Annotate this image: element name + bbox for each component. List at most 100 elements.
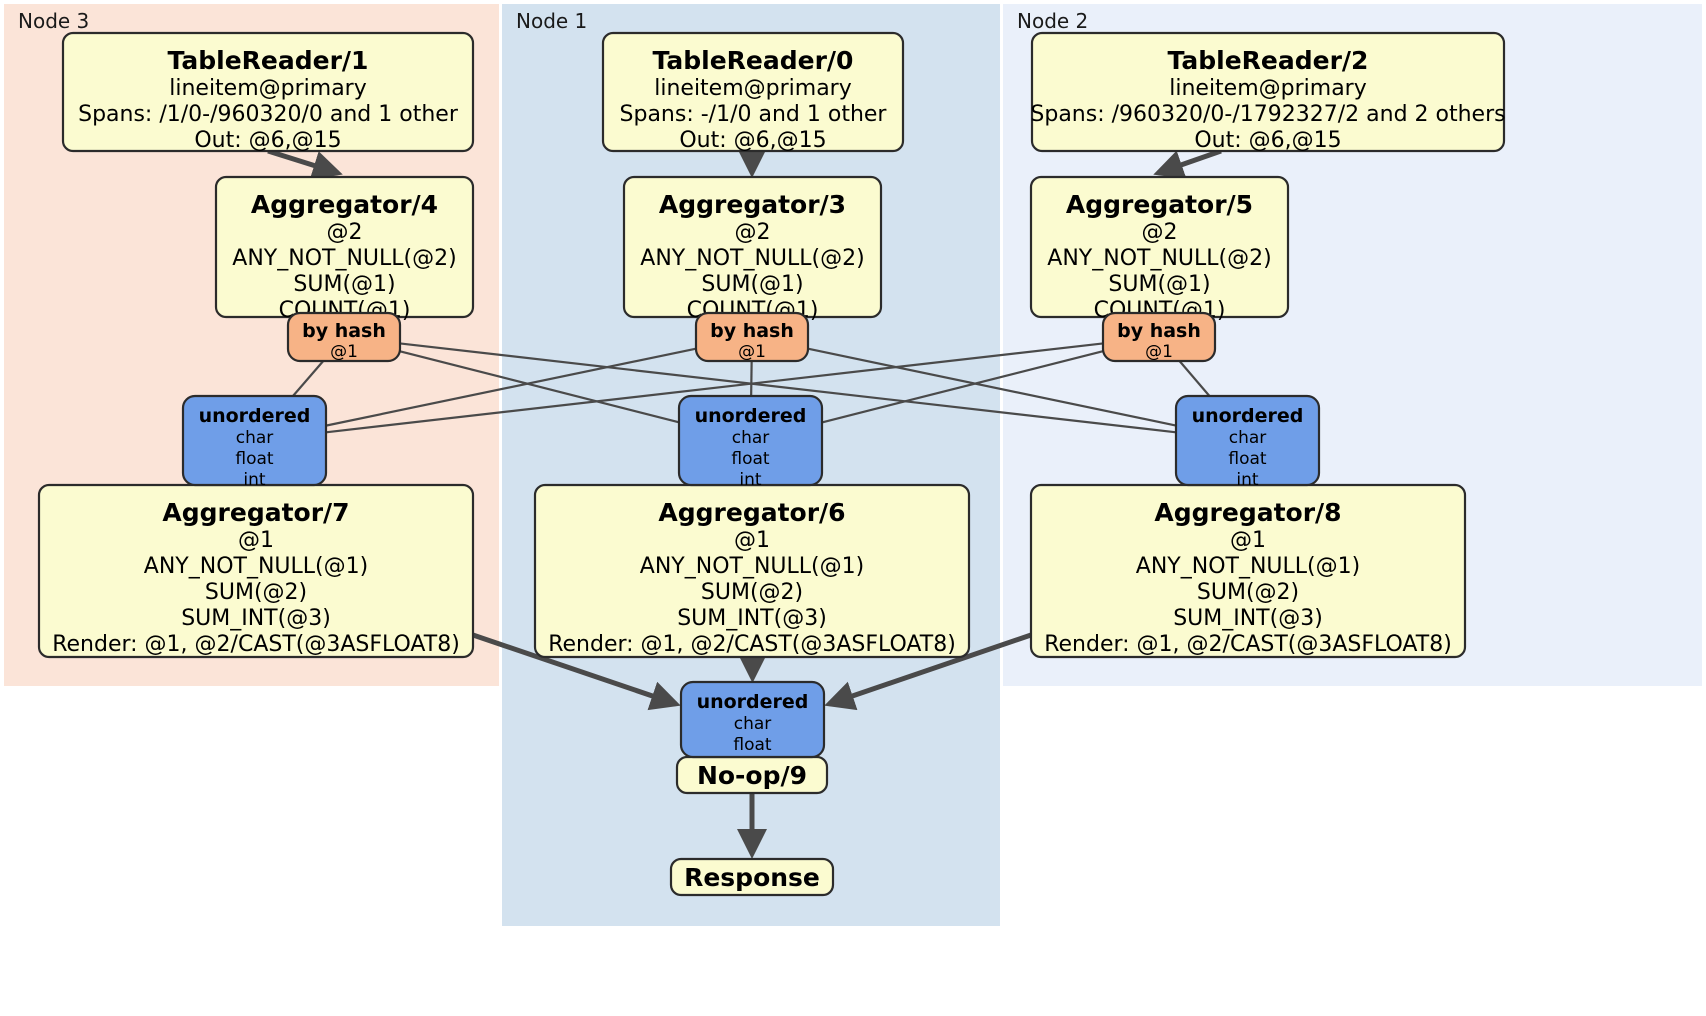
- box-title: TableReader/0: [653, 46, 854, 75]
- hash-router-hash-right[interactable]: by hash@1: [1101, 311, 1217, 363]
- box-line: ANY_NOT_NULL(@2): [232, 246, 456, 271]
- edge: [1178, 360, 1211, 397]
- box-line: float: [733, 735, 772, 755]
- box-title: Aggregator/8: [1154, 498, 1341, 527]
- edge: [807, 347, 1177, 427]
- box-title: Aggregator/4: [251, 190, 438, 219]
- box-line: Spans: /960320/0-/1792327/2 and 2 others: [1030, 102, 1505, 127]
- box-line: float: [731, 449, 770, 469]
- box-line: Out: @6,@15: [1194, 128, 1341, 153]
- box-line: lineitem@primary: [1169, 76, 1367, 101]
- hash-router-hash-left[interactable]: by hash@1: [286, 311, 402, 363]
- box-title: unordered: [695, 405, 807, 427]
- box-line: ANY_NOT_NULL(@1): [1136, 554, 1360, 579]
- box-line: SUM(@2): [205, 580, 307, 605]
- box-line: int: [1236, 470, 1258, 490]
- node-panel-label: Node 1: [516, 9, 587, 33]
- box-line: Out: @6,@15: [194, 128, 341, 153]
- box-line: float: [1228, 449, 1267, 469]
- box-line: @1: [734, 528, 770, 553]
- box-line: SUM(@1): [701, 272, 803, 297]
- box-title: unordered: [199, 405, 311, 427]
- box-title: by hash: [1117, 320, 1201, 342]
- box-line: Out: @6,@15: [679, 128, 826, 153]
- box-title: by hash: [302, 320, 386, 342]
- box-line: Render: @1, @2/CAST(@3ASFLOAT8): [548, 632, 956, 657]
- edge: [399, 342, 1177, 434]
- box-line: @2: [1142, 220, 1178, 245]
- edge: [1153, 148, 1222, 179]
- edge: [267, 148, 343, 180]
- edge: [750, 360, 753, 397]
- box-title: unordered: [697, 691, 809, 713]
- box-line: int: [243, 470, 265, 490]
- box-line: ANY_NOT_NULL(@1): [144, 554, 368, 579]
- box-title: TableReader/2: [1168, 46, 1369, 75]
- box-line: @1: [238, 528, 274, 553]
- box-line: char: [236, 428, 274, 448]
- hash-router-hash-center[interactable]: by hash@1: [694, 311, 810, 363]
- box-title: Aggregator/5: [1066, 190, 1253, 219]
- edge: [325, 347, 697, 427]
- box-line: Spans: /1/0-/960320/0 and 1 other: [78, 102, 459, 127]
- edge: [472, 632, 681, 711]
- box-line: char: [734, 714, 772, 734]
- box-title: TableReader/1: [168, 46, 369, 75]
- box-line: ANY_NOT_NULL(@1): [640, 554, 864, 579]
- node-noop-9[interactable]: No-op/9: [675, 755, 829, 795]
- edges-layer: [267, 148, 1222, 859]
- box-title: Aggregator/3: [659, 190, 846, 219]
- node-panel-label: Node 2: [1017, 9, 1088, 33]
- box-title: No-op/9: [697, 761, 807, 790]
- box-title: Response: [684, 863, 820, 892]
- box-line: ANY_NOT_NULL(@2): [1047, 246, 1271, 271]
- box-line: SUM(@2): [1197, 580, 1299, 605]
- box-line: lineitem@primary: [169, 76, 367, 101]
- edge: [824, 632, 1032, 711]
- processor-aggregator-6[interactable]: Aggregator/6@1ANY_NOT_NULL(@1)SUM(@2)SUM…: [533, 483, 971, 659]
- box-line: @2: [735, 220, 771, 245]
- box-line: ANY_NOT_NULL(@2): [640, 246, 864, 271]
- box-line: char: [732, 428, 770, 448]
- box-line: float: [235, 449, 274, 469]
- box-line: @1: [1230, 528, 1266, 553]
- box-line: @1: [738, 342, 766, 362]
- box-line: @1: [1145, 342, 1173, 362]
- box-line: @2: [327, 220, 363, 245]
- box-line: Spans: -/1/0 and 1 other: [620, 102, 888, 127]
- box-title: Aggregator/7: [162, 498, 349, 527]
- box-line: SUM(@2): [701, 580, 803, 605]
- box-line: lineitem@primary: [654, 76, 852, 101]
- node-response[interactable]: Response: [669, 857, 835, 897]
- edge: [325, 342, 1104, 434]
- box-line: SUM_INT(@3): [1173, 606, 1323, 631]
- box-line: Render: @1, @2/CAST(@3ASFLOAT8): [1044, 632, 1452, 657]
- node-panel-label: Node 3: [18, 9, 89, 33]
- box-line: char: [1229, 428, 1267, 448]
- box-line: int: [739, 470, 761, 490]
- processor-aggregator-3[interactable]: Aggregator/3@2ANY_NOT_NULL(@2)SUM(@1)COU…: [622, 175, 883, 323]
- edge: [399, 350, 680, 424]
- box-title: by hash: [710, 320, 794, 342]
- processor-aggregator-4[interactable]: Aggregator/4@2ANY_NOT_NULL(@2)SUM(@1)COU…: [214, 175, 475, 323]
- processor-aggregator-7[interactable]: Aggregator/7@1ANY_NOT_NULL(@1)SUM(@2)SUM…: [37, 483, 475, 659]
- box-title: Aggregator/6: [658, 498, 845, 527]
- processor-aggregator-8[interactable]: Aggregator/8@1ANY_NOT_NULL(@1)SUM(@2)SUM…: [1029, 483, 1467, 659]
- box-line: SUM_INT(@3): [181, 606, 331, 631]
- edge: [821, 350, 1104, 424]
- box-line: SUM(@1): [293, 272, 395, 297]
- box-line: @1: [330, 342, 358, 362]
- processor-aggregator-5[interactable]: Aggregator/5@2ANY_NOT_NULL(@2)SUM(@1)COU…: [1029, 175, 1290, 323]
- box-line: Render: @1, @2/CAST(@3ASFLOAT8): [52, 632, 460, 657]
- box-title: unordered: [1192, 405, 1304, 427]
